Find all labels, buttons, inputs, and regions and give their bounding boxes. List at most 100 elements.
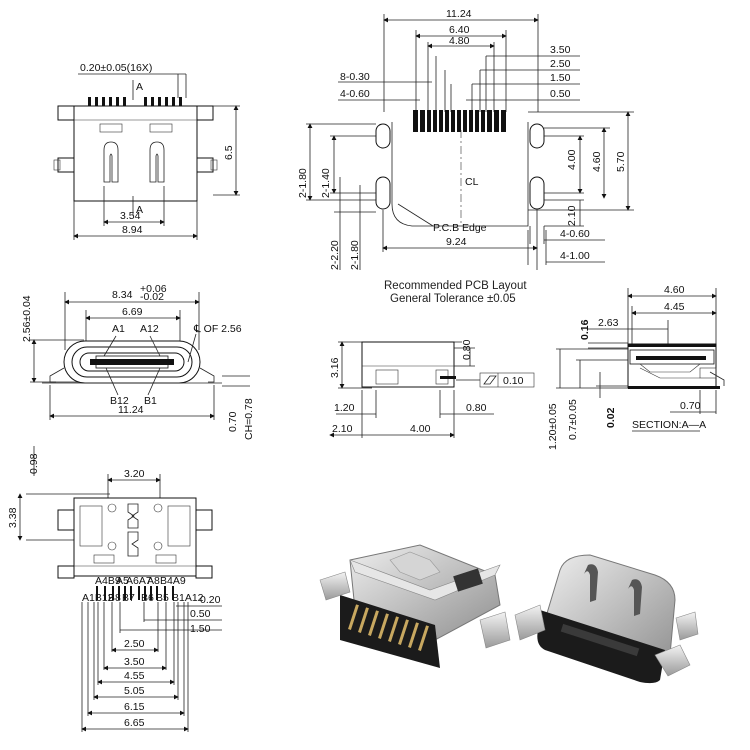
dim-2x1-40: 2-1.40 — [320, 168, 332, 198]
front-view: 0.20±0.05(16X) A — [53, 62, 240, 240]
hole-top-right — [529, 123, 545, 149]
dim-4x1-00: 4-1.00 — [560, 250, 590, 262]
sec-label: SECTION:A—A — [632, 419, 706, 431]
top-pin-a8: A8 — [147, 575, 160, 587]
side-d120: 1.20 — [334, 402, 355, 414]
dim-4-80: 4.80 — [449, 35, 470, 47]
side-d080: 0.80 — [461, 339, 473, 360]
pad-label-4x060: 4-0.60 — [340, 88, 370, 100]
pcb-layout: 11.24 6.40 4.80 3.50 2.50 1.50 0.50 8-0.… — [297, 8, 634, 305]
dim-2-50: 2.50 — [550, 58, 571, 70]
top-pin-b8: B8 — [108, 592, 121, 604]
top-view: 0.98 3.38 3.20 A4B9 A5 A6A7 A8 B4A9 A1B1… — [7, 446, 222, 732]
dim-4-60: 4.60 — [591, 151, 603, 172]
top-pin-b6: B6 — [141, 592, 154, 604]
front-slot-left — [103, 141, 119, 183]
dim-4x0-60: 4-0.60 — [560, 228, 590, 240]
top-pin-b4a9: B4A9 — [160, 575, 186, 587]
section-mark-top: A — [136, 81, 143, 93]
top-dim-150: 1.50 — [190, 623, 211, 635]
end-opening: 6.69 — [122, 306, 143, 318]
end-tongue — [90, 359, 174, 365]
hole-top-left — [375, 123, 391, 149]
pin-b12: B12 — [110, 395, 129, 407]
pcb-edge-label: P.C.B Edge — [433, 222, 487, 234]
flatness-value: 0.10 — [503, 375, 524, 387]
front-pins — [88, 97, 182, 107]
side-d080b: 0.80 — [466, 402, 487, 414]
pcb-pads — [413, 110, 506, 132]
top-dim-615: 6.15 — [124, 701, 145, 713]
section-mark-bottom: A — [136, 204, 143, 216]
top-d098: 0.98 — [28, 453, 40, 474]
width-label: 8.94 — [122, 224, 143, 236]
hole-bottom-right — [529, 176, 545, 210]
centerline-label: CL — [465, 176, 479, 188]
pcb-tolerance: General Tolerance ±0.05 — [390, 293, 516, 305]
sec-d120: 1.20±0.05 — [547, 403, 559, 450]
top-dim-020: 0.20 — [200, 594, 221, 606]
end-dim-070: 0.70 — [227, 411, 239, 432]
end-ch-label: CH=0.78 — [243, 398, 255, 440]
height-label: 6.5 — [223, 145, 235, 160]
front-slot-right — [149, 141, 165, 183]
product-photo-left — [319, 544, 511, 668]
flatness-box — [479, 372, 535, 388]
dim-6-40: 6.40 — [449, 24, 470, 36]
end-tol-plus: +0.06 — [140, 283, 167, 295]
sec-d460: 4.60 — [664, 284, 685, 296]
side-body — [361, 341, 455, 388]
dim-11-24-top: 11.24 — [446, 8, 472, 20]
dim-2x1-80-top: 2-1.80 — [297, 168, 309, 198]
sec-d002: 0.02 — [605, 407, 617, 428]
pin-b1: B1 — [144, 395, 157, 407]
top-leads — [96, 586, 174, 600]
sec-d016: 0.16 — [579, 319, 591, 340]
sec-d445: 4.45 — [664, 301, 685, 313]
pad-label-8x030: 8-0.30 — [340, 71, 370, 83]
end-view: 8.34 +0.06 -0.02 6.69 2.56±0.04 A1 A12 ℄… — [21, 283, 255, 440]
dim-2-10: 2.10 — [566, 205, 578, 226]
top-dim-250: 2.50 — [124, 638, 145, 650]
dim-3-50: 3.50 — [550, 44, 571, 56]
top-d338: 3.38 — [7, 507, 19, 528]
top-dim-050: 0.50 — [190, 608, 211, 620]
end-tol-minus: -0.02 — [140, 291, 164, 303]
pcb-title: Recommended PCB Layout — [384, 280, 527, 292]
of-label: ℄ OF 2.56 — [193, 323, 242, 335]
top-pin-a5: A5 — [116, 575, 129, 587]
top-dim-350: 3.50 — [124, 656, 145, 668]
sec-d070: 0.70 — [680, 400, 701, 412]
sec-d07: 0.7±0.05 — [567, 399, 579, 440]
top-pin-a6a7: A6A7 — [126, 575, 152, 587]
end-width-top: 8.34 — [112, 289, 133, 301]
side-d210: 2.10 — [332, 423, 353, 435]
sec-d263: 2.63 — [598, 317, 619, 329]
side-h316: 3.16 — [329, 357, 341, 378]
end-height: 2.56±0.04 — [21, 295, 33, 342]
top-pin-b7: B7 — [122, 592, 135, 604]
pcb-outline — [391, 122, 529, 227]
dim-9-24: 9.24 — [446, 236, 467, 248]
dim-2x1-80-bottom: 2-1.80 — [349, 240, 361, 270]
pitch-label: 0.20±0.05(16X) — [80, 62, 152, 74]
dim-4-00: 4.00 — [566, 149, 578, 170]
front-body — [73, 105, 198, 202]
end-width-bottom: 11.24 — [118, 404, 144, 416]
top-dim-665: 6.65 — [124, 717, 145, 729]
pin-a1: A1 — [112, 323, 125, 335]
dim-1-50: 1.50 — [550, 72, 571, 84]
dim-2x2-20: 2-2.20 — [329, 240, 341, 270]
top-body — [73, 497, 197, 577]
top-dim-505: 5.05 — [124, 685, 145, 697]
section-view: 4.60 4.45 2.63 0.16 1.20±0.05 0.7±0.05 0… — [547, 284, 725, 450]
hole-bottom-left — [375, 176, 391, 210]
dim-5-70: 5.70 — [615, 151, 627, 172]
pin-a12: A12 — [140, 323, 159, 335]
side-view: 3.16 0.80 0.10 1.20 0.80 2.10 4.00 — [329, 339, 535, 438]
top-pin-b1a12: B1A12 — [172, 592, 204, 604]
top-dim-455: 4.55 — [124, 670, 145, 682]
slot-spacing-label: 3.54 — [120, 210, 141, 222]
top-latch — [127, 503, 139, 529]
